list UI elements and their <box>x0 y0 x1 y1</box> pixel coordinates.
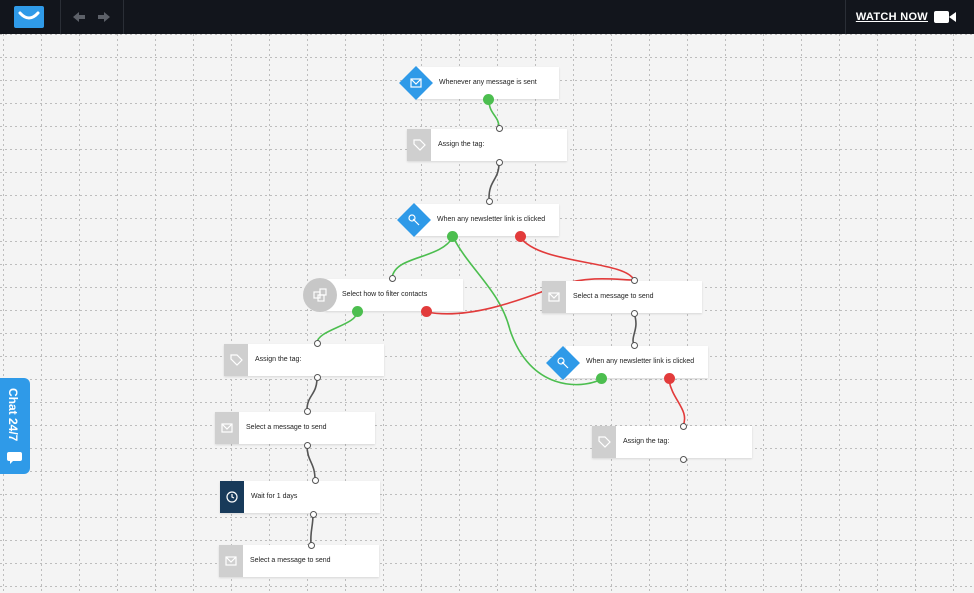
connector-dot[interactable] <box>304 408 311 415</box>
redo-icon[interactable] <box>95 8 113 26</box>
failure-x-icon[interactable] <box>515 231 526 242</box>
connector-dot[interactable] <box>486 198 493 205</box>
connector-dot[interactable] <box>631 342 638 349</box>
node-label: Select how to filter contacts <box>342 291 428 298</box>
connector-dot[interactable] <box>308 542 315 549</box>
top-bar: WATCH NOW <box>0 0 974 34</box>
node-label: Wait for 1 days <box>251 493 298 500</box>
node-label: Select a message to send <box>573 293 654 300</box>
envelope-icon <box>219 545 243 577</box>
undo-icon[interactable] <box>70 8 88 26</box>
clock-icon <box>220 481 244 513</box>
node-label: Assign the tag: <box>255 356 302 363</box>
connector-dot[interactable] <box>310 511 317 518</box>
success-check-icon[interactable] <box>596 373 607 384</box>
link-click-icon <box>557 357 569 369</box>
node-label: Whenever any message is sent <box>439 79 537 86</box>
action-select-message[interactable]: Select a message to send <box>219 545 379 577</box>
video-camera-icon[interactable] <box>934 10 956 24</box>
node-label: Select a message to send <box>250 557 331 564</box>
chat-bubble-icon <box>7 452 22 464</box>
action-assign-tag[interactable]: Assign the tag: <box>407 129 567 161</box>
toolbar-divider <box>845 0 846 34</box>
filter-contacts[interactable]: Select how to filter contacts <box>325 279 463 311</box>
action-select-message[interactable]: Select a message to send <box>215 412 375 444</box>
success-check-icon[interactable] <box>483 94 494 105</box>
node-label: When any newsletter link is clicked <box>586 358 695 365</box>
envelope-icon <box>542 281 566 313</box>
envelope-icon <box>215 412 239 444</box>
connector-dot[interactable] <box>631 310 638 317</box>
trigger-link-clicked[interactable]: When any newsletter link is clicked <box>566 346 708 378</box>
node-label: When any newsletter link is clicked <box>437 216 546 223</box>
success-check-icon[interactable] <box>447 231 458 242</box>
connector-dot[interactable] <box>631 277 638 284</box>
link-click-icon <box>408 214 420 226</box>
logo-icon[interactable] <box>13 5 45 29</box>
trigger-link-clicked[interactable]: When any newsletter link is clicked <box>415 204 559 236</box>
workflow-canvas[interactable] <box>0 34 974 593</box>
action-assign-tag[interactable]: Assign the tag: <box>592 426 752 458</box>
watch-now-link[interactable]: WATCH NOW <box>855 11 928 23</box>
filter-icon <box>303 278 337 312</box>
chat-24-7-tab[interactable]: Chat 24/7 <box>0 378 30 474</box>
connector-dot[interactable] <box>680 423 687 430</box>
tag-icon <box>592 426 616 458</box>
action-select-message[interactable]: Select a message to send <box>542 281 702 313</box>
chat-label: Chat 24/7 <box>6 388 20 442</box>
connector-dot[interactable] <box>496 125 503 132</box>
node-label: Assign the tag: <box>438 141 485 148</box>
toolbar-divider <box>123 0 124 34</box>
trigger-message-sent[interactable]: Whenever any message is sent <box>415 67 559 99</box>
toolbar-divider <box>60 0 61 34</box>
success-check-icon[interactable] <box>352 306 363 317</box>
connector-dot[interactable] <box>314 374 321 381</box>
failure-x-icon[interactable] <box>421 306 432 317</box>
envelope-icon <box>410 78 422 88</box>
connector-dot[interactable] <box>496 159 503 166</box>
action-wait[interactable]: Wait for 1 days <box>220 481 380 513</box>
connector-dot[interactable] <box>680 456 687 463</box>
failure-x-icon[interactable] <box>664 373 675 384</box>
connector-dot[interactable] <box>304 442 311 449</box>
connector-dot[interactable] <box>314 340 321 347</box>
node-label: Select a message to send <box>246 424 327 431</box>
tag-icon <box>407 129 431 161</box>
connector-dot[interactable] <box>389 275 396 282</box>
node-label: Assign the tag: <box>623 438 670 445</box>
tag-icon <box>224 344 248 376</box>
action-assign-tag[interactable]: Assign the tag: <box>224 344 384 376</box>
connector-dot[interactable] <box>312 477 319 484</box>
